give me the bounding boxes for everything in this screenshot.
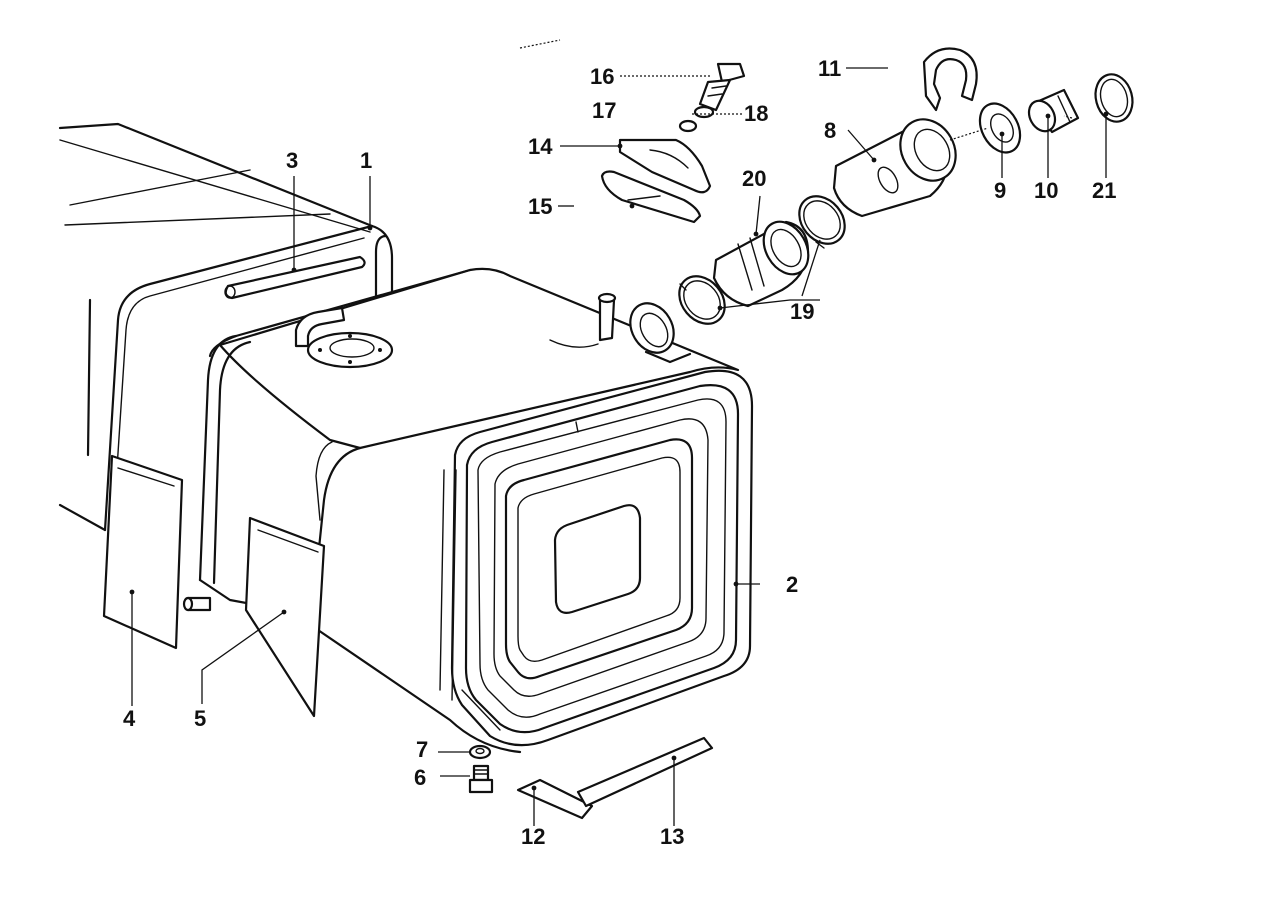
retainer-11: [922, 47, 978, 112]
tank-strap: [224, 255, 366, 300]
washer-18: [693, 105, 715, 119]
callout-21: 21: [1092, 178, 1116, 203]
callout-3: 3: [286, 148, 298, 173]
callout-10: 10: [1034, 178, 1058, 203]
filler-hose-20: [712, 220, 810, 308]
callout-7: 7: [416, 737, 428, 762]
callout-labels: 1 2 3 4 5 6 7 8 9 10 11 12 13 14 15 16 1…: [123, 56, 1116, 849]
callout-4: 4: [123, 706, 136, 731]
cover-14: [618, 138, 712, 194]
strip-12: [516, 778, 594, 820]
bolt-16: [698, 62, 746, 112]
callout-2: 2: [786, 572, 798, 597]
protection-plate-5: [244, 516, 326, 718]
callout-9: 9: [994, 178, 1006, 203]
callout-13: 13: [660, 824, 684, 849]
callout-8: 8: [824, 118, 836, 143]
drain-fitting: [182, 596, 212, 612]
callout-15: 15: [528, 194, 552, 219]
callout-17: 17: [592, 98, 616, 123]
callout-18: 18: [744, 101, 768, 126]
callout-12: 12: [521, 824, 545, 849]
strip-13: [576, 736, 714, 808]
rear-fuel-tank: [58, 122, 394, 532]
filler-pipe-8: [832, 118, 957, 218]
bolt-6: [468, 764, 494, 794]
gasket-21: [1094, 73, 1134, 123]
callout-19: 19: [790, 299, 814, 324]
callout-11: 11: [818, 56, 841, 81]
callout-6: 6: [414, 765, 426, 790]
leader-lines: [131, 39, 1107, 826]
washer-17: [678, 119, 698, 133]
nut-7: [468, 744, 492, 760]
protection-plate-4: [102, 454, 184, 650]
callout-16: 16: [590, 64, 614, 89]
main-fuel-tank: [198, 267, 754, 754]
cover-15: [600, 170, 702, 224]
callout-1: 1: [360, 148, 372, 173]
callout-5: 5: [194, 706, 206, 731]
hose-clamp-19b: [798, 195, 846, 249]
filler-cap-9: [978, 102, 1022, 154]
hose-clamp-19a: [678, 275, 726, 325]
leader-dots: [129, 111, 1109, 791]
cap-10: [1027, 88, 1080, 134]
callout-14: 14: [528, 134, 553, 159]
callout-20: 20: [742, 166, 766, 191]
